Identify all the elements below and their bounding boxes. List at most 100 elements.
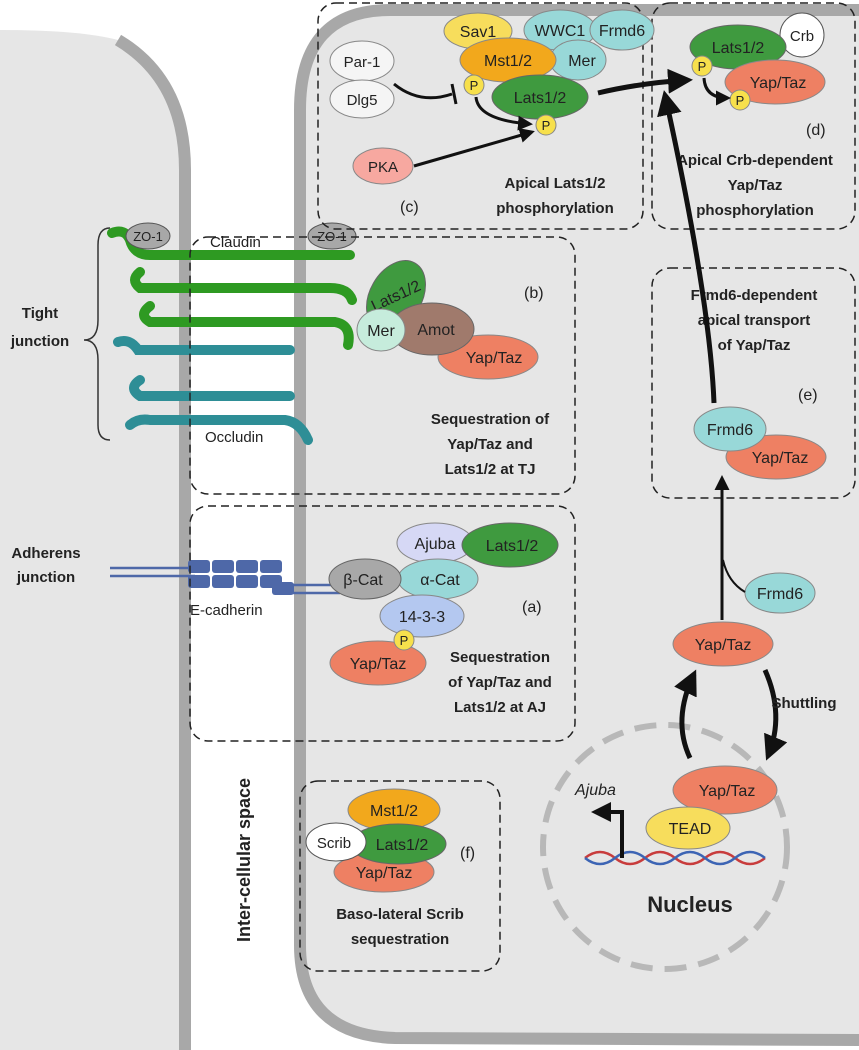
p-to-lats-arrow	[474, 96, 533, 131]
mst-label-f: Mst1/2	[370, 803, 418, 820]
pka-arrow	[413, 128, 535, 168]
mer-node-b	[356, 308, 406, 352]
nucleus-label: Nucleus	[647, 892, 733, 917]
panel-b-caption-3: Lats1/2 at TJ	[445, 461, 536, 478]
intercellular-space-label: Inter-cellular space	[234, 778, 254, 942]
crb-node	[779, 12, 825, 58]
yap-label-a: Yap/Taz	[350, 656, 407, 673]
yap-label-nuc: Yap/Taz	[699, 783, 756, 800]
bcat-node	[328, 558, 402, 600]
phospho-c-2	[535, 114, 557, 136]
yap-node-a	[329, 640, 427, 686]
e-cadherin-blocks	[188, 560, 294, 595]
phospho-a	[393, 629, 415, 651]
phospho-c-1-label: P	[470, 78, 479, 93]
panel-d-box	[651, 2, 856, 230]
frmd6-node-c	[589, 9, 655, 51]
yap-label-cyto: Yap/Taz	[695, 637, 752, 654]
shuttling-label: Shuttling	[772, 695, 837, 712]
right-cell-membrane	[294, 4, 859, 1046]
crb-label: Crb	[790, 28, 814, 45]
export-arrow	[674, 669, 697, 760]
panel-d-tag: (d)	[806, 122, 826, 139]
yap-label-e: Yap/Taz	[752, 450, 809, 467]
inhibition-arrow	[393, 82, 453, 100]
panel-d-caption-3: phosphorylation	[696, 202, 814, 219]
phospho-d-2-label: P	[736, 93, 745, 108]
left-cell-membrane	[114, 34, 191, 1050]
nucleus-envelope	[540, 722, 790, 972]
inhibition-bar	[450, 83, 458, 105]
panel-a-caption-3: Lats1/2 at AJ	[454, 699, 546, 716]
panel-a-tag: (a)	[522, 599, 542, 616]
panel-c-box	[317, 2, 644, 230]
ajuba-label: Ajuba	[415, 536, 456, 553]
transcription-arrow	[591, 802, 624, 858]
yap-node-d	[724, 59, 826, 105]
lats-label-d: Lats1/2	[712, 40, 765, 57]
yap-node-nuc	[672, 765, 778, 815]
panel-d-caption-2: Yap/Taz	[728, 177, 783, 194]
arrow-e-to-d	[657, 90, 717, 404]
zo1-right	[307, 222, 357, 250]
panel-c-tag: (c)	[400, 199, 419, 216]
lats-label-a: Lats1/2	[486, 538, 539, 555]
panel-a-caption-1: Sequestration	[450, 649, 550, 666]
panel-f-caption-2: sequestration	[351, 931, 449, 948]
mer-label-b: Mer	[367, 323, 395, 340]
sav1-label: Sav1	[460, 24, 497, 41]
frmd6-label-c: Frmd6	[599, 23, 645, 40]
panel-c-caption-1: Apical Lats1/2	[505, 175, 606, 192]
dna-helix	[584, 850, 766, 866]
panel-f-box	[299, 780, 501, 972]
frmd6-label-e: Frmd6	[707, 422, 753, 439]
panel-a-box	[189, 505, 576, 742]
zo1-left	[125, 222, 171, 250]
par1-label: Par-1	[344, 54, 381, 71]
mer-label-c: Mer	[568, 53, 596, 70]
frmd6-node-e	[693, 406, 767, 452]
scrib-label: Scrib	[317, 835, 351, 852]
adherens-junction-label-1: Adherens	[11, 545, 80, 562]
panel-f-tag: (f)	[460, 845, 475, 862]
dlg5-label: Dlg5	[347, 92, 378, 109]
import-arrow	[762, 668, 788, 761]
wwc1-label: WWC1	[535, 23, 586, 40]
phospho-transfer-arrow-d	[702, 77, 731, 106]
occludin-label: Occludin	[205, 429, 263, 446]
panel-b-tag: (b)	[524, 285, 544, 302]
phospho-d-1	[691, 55, 713, 77]
yap-label-d: Yap/Taz	[750, 75, 807, 92]
p1433-node	[379, 594, 465, 638]
phospho-c-2-label: P	[542, 118, 551, 133]
phospho-d-1-label: P	[698, 59, 707, 74]
acat-label: α-Cat	[420, 572, 460, 589]
lats-node-a	[461, 522, 559, 568]
ajuba-gene-label: Ajuba	[574, 782, 616, 799]
dlg5-node	[329, 79, 395, 119]
frmd6-free-node	[744, 572, 816, 614]
claudin-label: Claudin	[210, 234, 261, 251]
phospho-c-1	[463, 74, 485, 96]
panel-b-box	[189, 236, 576, 495]
tight-junction-label-1: Tight	[22, 305, 58, 322]
pka-node	[352, 147, 414, 185]
panel-b-caption-2: Yap/Taz and	[447, 436, 533, 453]
panel-f-caption-1: Baso-lateral Scrib	[336, 906, 464, 923]
mst-label-c: Mst1/2	[484, 53, 532, 70]
amot-label: Amot	[417, 322, 455, 339]
tead-node	[645, 806, 731, 850]
frmd6-join-line	[722, 559, 746, 593]
tead-label: TEAD	[669, 821, 712, 838]
adherens-junction-label-2: junction	[16, 569, 75, 586]
pka-label: PKA	[368, 159, 398, 176]
yap-label-b: Yap/Taz	[466, 350, 523, 367]
yap-label-f: Yap/Taz	[356, 865, 413, 882]
left-cell	[0, 30, 185, 1050]
lats-label-f: Lats1/2	[376, 837, 429, 854]
panel-d-caption-1: Apical Crb-dependent	[677, 152, 833, 169]
tight-junction-label-2: junction	[10, 333, 69, 350]
panel-c-caption-2: phosphorylation	[496, 200, 614, 217]
zo1-left-label: ZO-1	[133, 229, 163, 244]
scrib-node	[305, 822, 367, 862]
